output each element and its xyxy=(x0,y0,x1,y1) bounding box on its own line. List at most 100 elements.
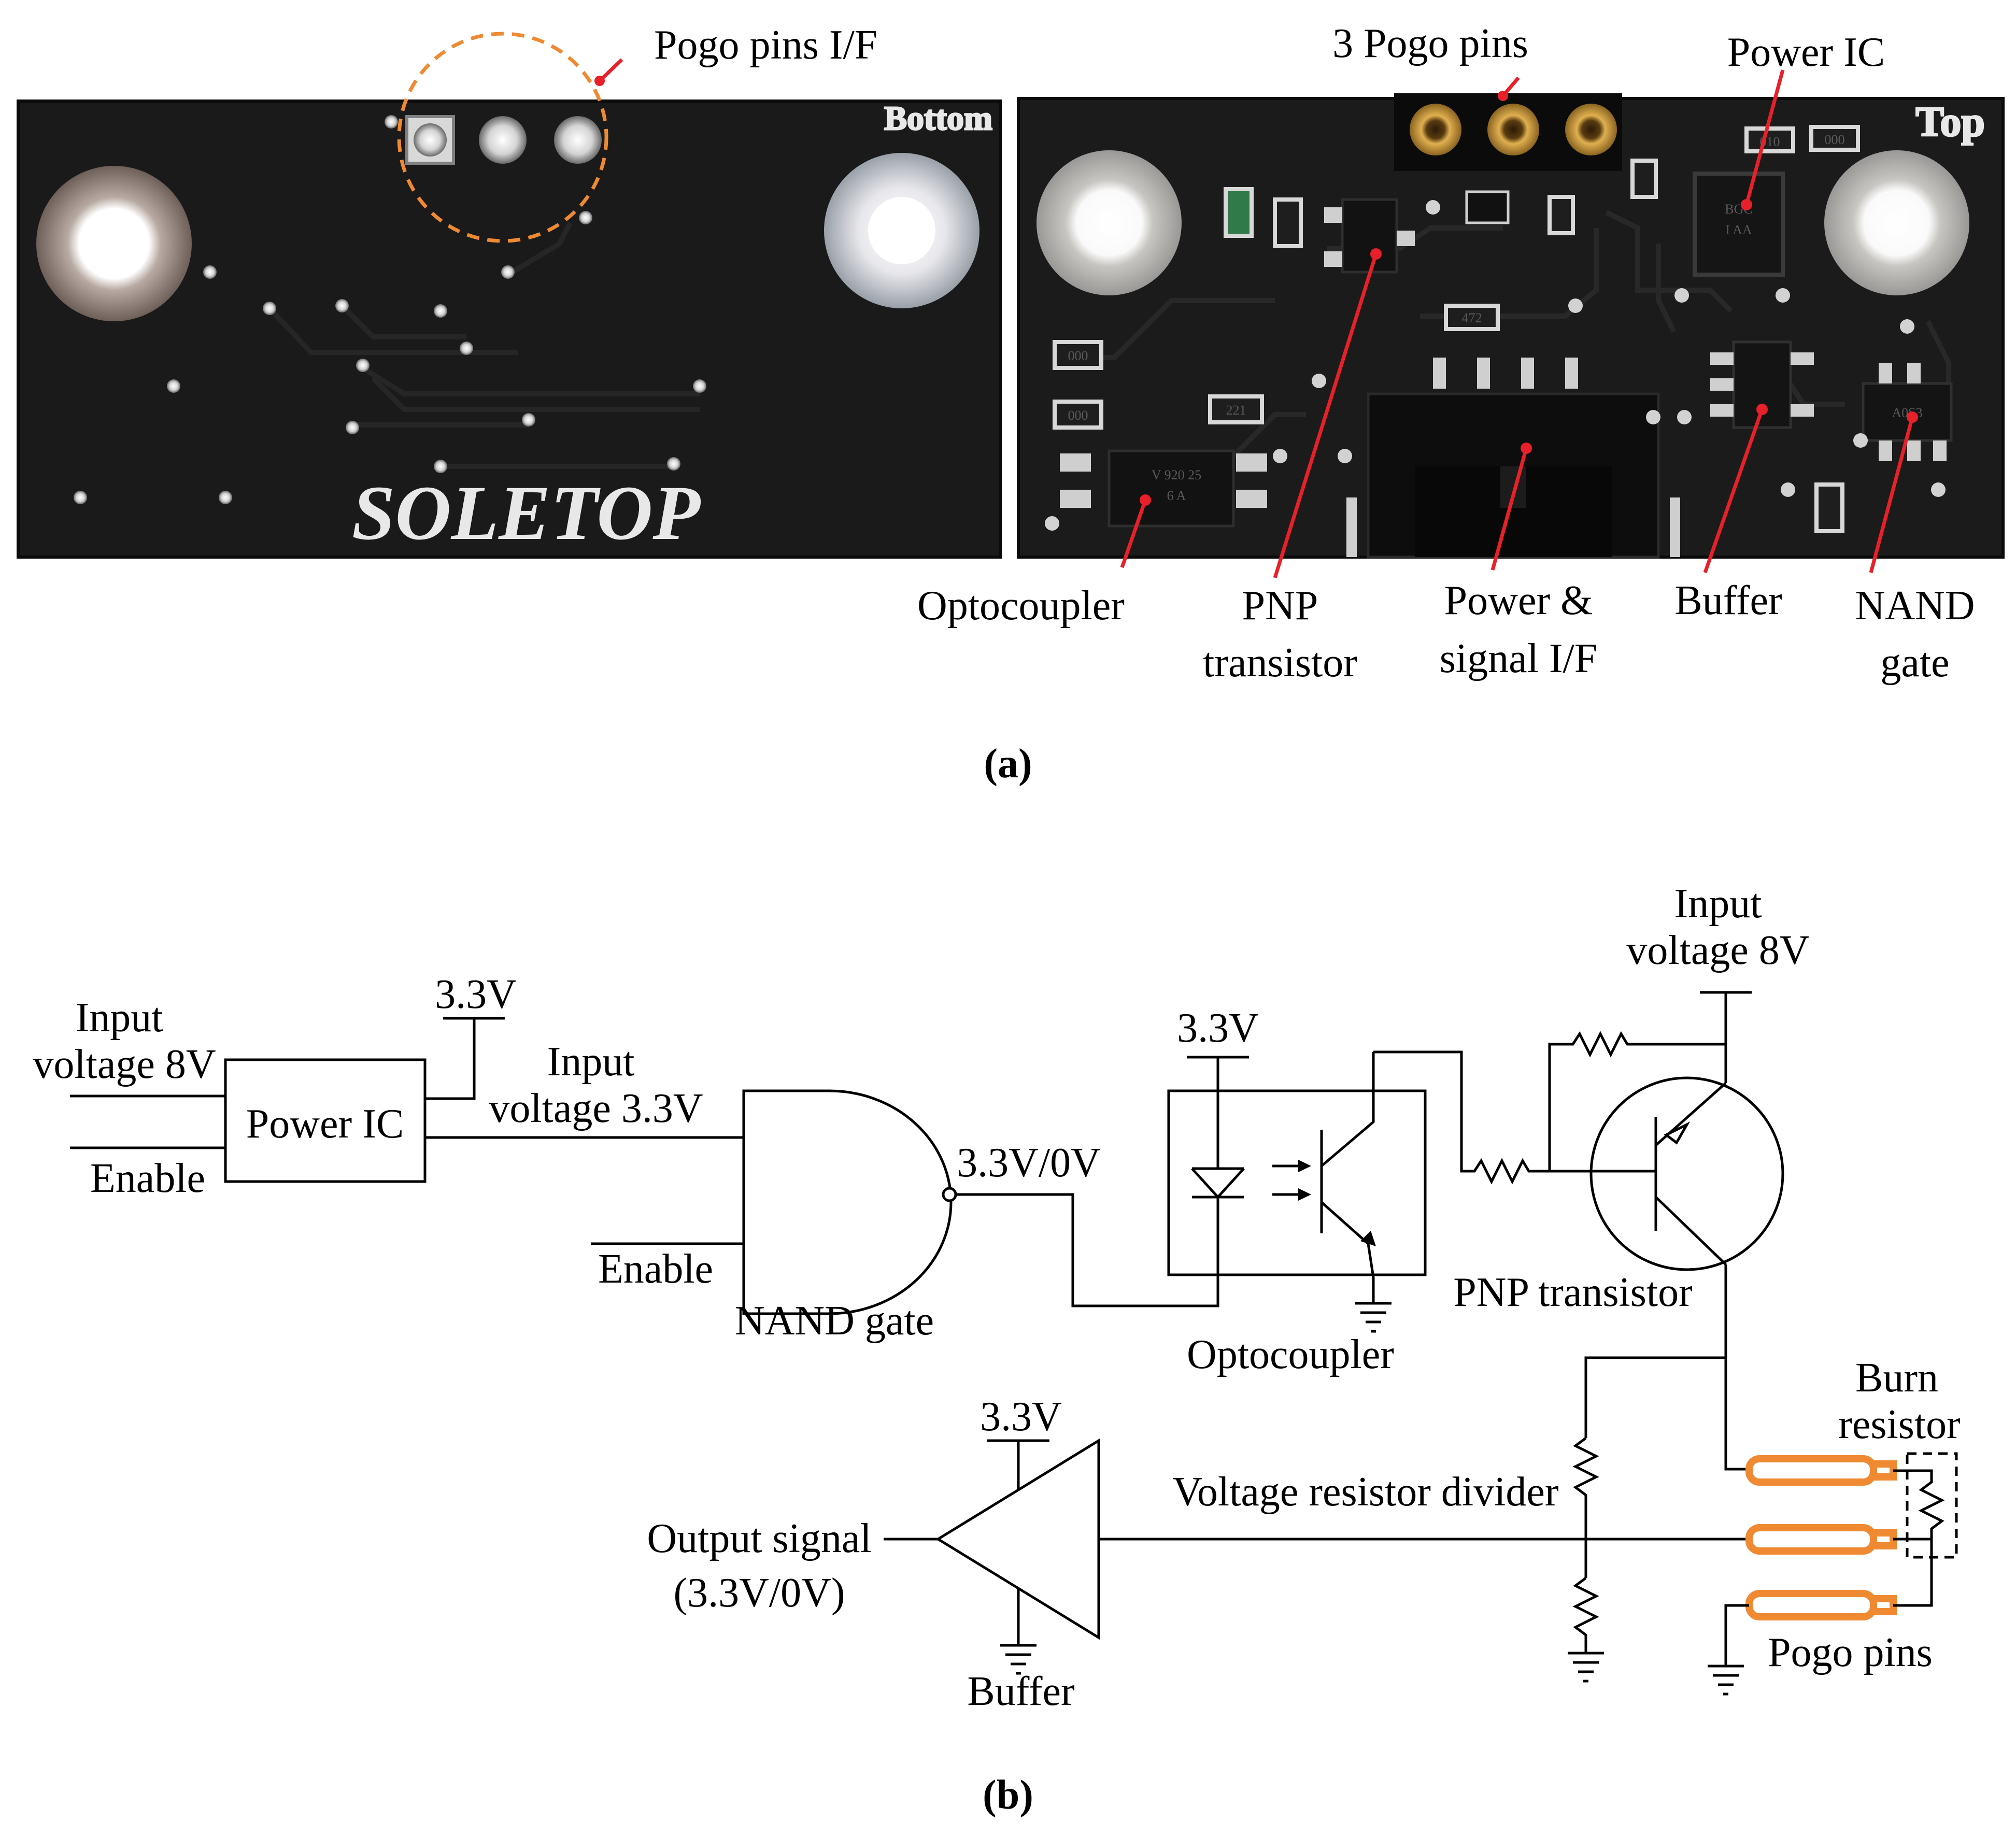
pogo-pin xyxy=(1745,1524,1877,1555)
resistor-marking: 000 xyxy=(1068,348,1088,363)
voltage-divider-label: Voltage resistor divider xyxy=(1172,1469,1558,1515)
divider-resistor-lower xyxy=(1572,1577,1599,1653)
v33-opto-label: 3.3V xyxy=(1177,1005,1259,1051)
buffer-33v-wire xyxy=(987,1439,1049,1490)
power-ic-text: Power IC xyxy=(246,1101,404,1147)
burn-label-2: resistor xyxy=(1838,1402,1961,1447)
bottom-mount-hole-left xyxy=(36,166,192,321)
top-mount-hole-left xyxy=(1037,150,1182,295)
power-ic-label: Power IC xyxy=(1727,30,1885,75)
pnp-emitter-wire xyxy=(1700,991,1752,1083)
top-vias xyxy=(1045,200,1946,531)
opto-pins xyxy=(1060,453,1267,508)
opto-transistor-symbol xyxy=(1320,1052,1375,1278)
optocoupler-text: Optocoupler xyxy=(1187,1332,1394,1377)
opto-marking: 6 A xyxy=(1167,488,1186,503)
divider-ground xyxy=(1568,1652,1604,1683)
optocoupler-label: Optocoupler xyxy=(917,583,1125,629)
burn-resistor-symbol xyxy=(1893,1469,1945,1541)
pogo-pins-if-label: Pogo pins I/F xyxy=(654,22,877,68)
pnp-pins xyxy=(1324,207,1415,267)
pogo-if-callout-circle xyxy=(397,32,608,243)
top-input-label-2: voltage 8V xyxy=(1626,928,1809,973)
power-ic-block xyxy=(224,1058,427,1183)
soletop-logo: SOLETOP xyxy=(352,470,701,556)
opto-emitter-arrow xyxy=(1360,1231,1376,1246)
enable-2-label: Enable xyxy=(598,1246,713,1292)
gold-pogo-pin xyxy=(1410,104,1461,155)
bottom-traces xyxy=(267,221,700,469)
divider-top-wire xyxy=(1584,1356,1726,1438)
top-input-label-1: Input xyxy=(1674,881,1762,927)
optocoupler-block xyxy=(1167,1089,1427,1276)
opto-led-symbol xyxy=(1191,1091,1245,1220)
input-8v-label-1: Input xyxy=(76,995,163,1041)
schematic: Power IC Input voltage 8V Enable 3.3V In… xyxy=(33,881,1960,1714)
pogo-pin xyxy=(1745,1590,1877,1620)
optocoupler-chip xyxy=(1108,449,1235,528)
v33-buffer-label: 3.3V xyxy=(980,1394,1062,1440)
top-silk-label: Top xyxy=(1915,98,1985,145)
buffer-ground xyxy=(1000,1644,1037,1675)
pogo-pin xyxy=(1745,1455,1877,1486)
pnp-emitter-arrow xyxy=(1664,1121,1691,1145)
buffer-label: Buffer xyxy=(1674,578,1782,623)
resistor-marking: 000 xyxy=(1825,132,1845,147)
pnp-transistor-text: PNP transistor xyxy=(1453,1270,1693,1315)
divider-resistor-upper xyxy=(1572,1437,1599,1578)
enable-label-1: Enable xyxy=(90,1156,205,1201)
bottom-silk-label: Bottom xyxy=(884,99,992,137)
bottom-vias xyxy=(74,115,706,504)
opto-light-arrows xyxy=(1272,1160,1311,1201)
nand-bubble xyxy=(942,1187,957,1202)
top-pointers xyxy=(1120,69,1918,579)
input-8v-label-2: voltage 8V xyxy=(33,1042,216,1087)
top-board: Top BGC I AA A0S3 V 920 25 6 A xyxy=(917,21,2005,686)
resistor-marking: 000 xyxy=(1068,408,1088,423)
power-ic-marking: I AA xyxy=(1725,222,1752,237)
nand-gate-symbol xyxy=(742,1089,953,1315)
input-33-label-2: voltage 3.3V xyxy=(489,1086,703,1131)
output-signal-label-2: (3.3V/0V) xyxy=(673,1570,845,1616)
gold-pogo-pin xyxy=(1487,104,1539,155)
bottom-pogo-pad xyxy=(554,116,602,164)
input-33-label-1: Input xyxy=(547,1039,635,1085)
nand-gate-label: NAND gate xyxy=(735,1298,934,1344)
power-signal-label-1: Power & xyxy=(1444,578,1593,623)
pnp-transistor-symbol xyxy=(1654,1082,1727,1265)
caption-b: (b) xyxy=(983,1772,1033,1818)
bottom-pcb xyxy=(17,99,1002,559)
top-mount-hole-right xyxy=(1824,150,1969,295)
pnp-collector-wire xyxy=(1724,1264,1749,1471)
pnp-transistor-circle xyxy=(1589,1076,1784,1271)
connector-pins xyxy=(1346,358,1680,557)
pnp-label-2: transistor xyxy=(1203,640,1357,686)
base-resistor xyxy=(1461,1158,1656,1185)
burn-resistor-return xyxy=(1893,1539,1933,1607)
resistor-marking: 472 xyxy=(1462,310,1482,325)
pnp-label-1: PNP xyxy=(1242,583,1318,629)
nand-label-2: gate xyxy=(1880,640,1949,686)
nand-pins xyxy=(1879,363,1947,461)
smd-resistors xyxy=(1053,125,1860,533)
nand-output-label: 3.3V/0V xyxy=(957,1140,1101,1186)
pogo-ground-wire xyxy=(1724,1604,1749,1666)
pogo-pins-text: Pogo pins xyxy=(1768,1630,1933,1675)
gold-pogo-pin xyxy=(1565,104,1617,155)
resistor-marking: 221 xyxy=(1226,403,1246,418)
opto-33v-wire xyxy=(1187,1056,1249,1091)
buffer-text: Buffer xyxy=(967,1669,1074,1714)
nand-label-1: NAND xyxy=(1855,583,1975,629)
power-ic-chip xyxy=(1693,172,1785,277)
three-pogo-pins-label: 3 Pogo pins xyxy=(1332,21,1528,66)
opto-marking: V 920 25 xyxy=(1152,467,1201,482)
buffer-pins xyxy=(1710,352,1814,417)
bias-resistor xyxy=(1548,1031,1726,1171)
pogo-ground xyxy=(1708,1665,1744,1696)
bottom-board: Bottom SOLETOP Pogo pins I/F xyxy=(17,22,1002,559)
burn-label-1: Burn xyxy=(1855,1355,1938,1401)
opto-ground-symbol xyxy=(1355,1302,1392,1333)
v33-power-label: 3.3V xyxy=(435,972,517,1017)
pogo-pins-symbol xyxy=(1745,1455,1897,1620)
